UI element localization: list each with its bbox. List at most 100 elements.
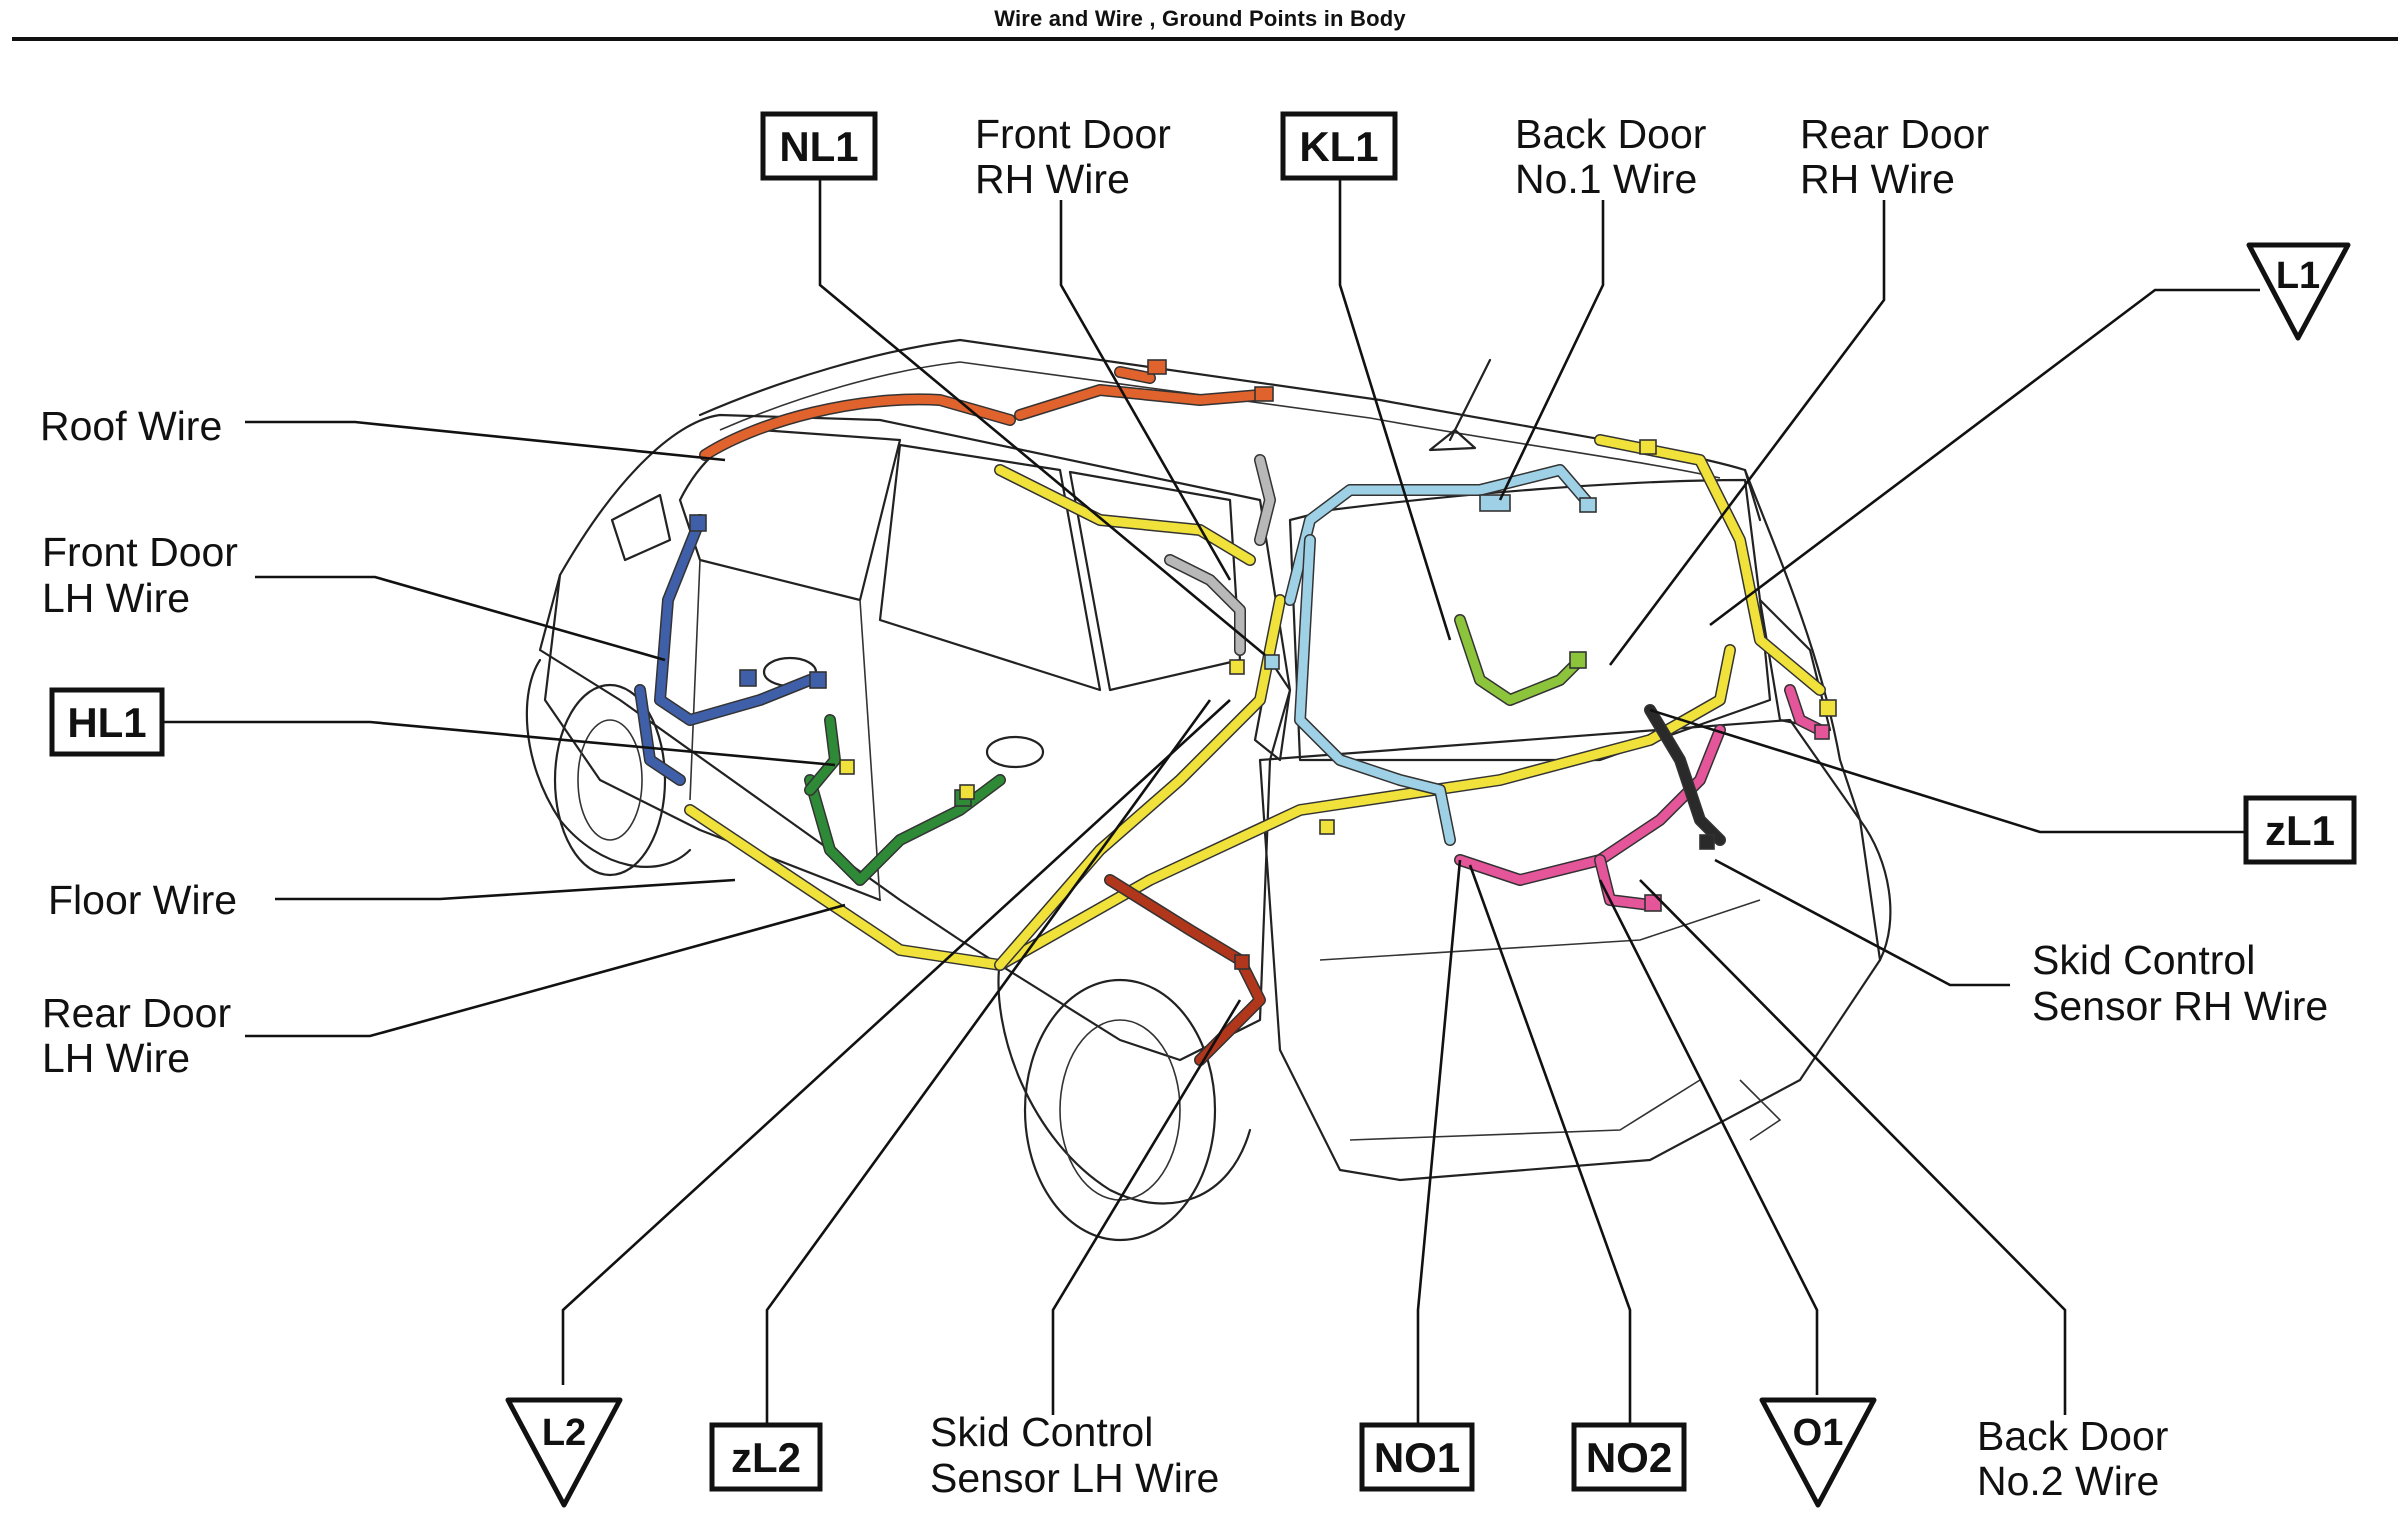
rear-door-seam: [859, 599, 881, 901]
floor-wire-right: [1595, 435, 1825, 695]
antenna: [1448, 358, 1492, 442]
label-rear-door-rh-wire-line1: Rear Door: [1800, 111, 1989, 157]
ground-points: L1 L2 O1: [505, 242, 2351, 1508]
front-door-seam: [689, 559, 701, 801]
leader-back-door-no1-wire: [1498, 200, 1605, 501]
code-box-no2: NO2: [1571, 1422, 1687, 1492]
front-wheel-hub: [577, 719, 643, 841]
code-no1: NO1: [1374, 1434, 1460, 1481]
exhaust: [1739, 1079, 1782, 1141]
code-zl2: zL2: [731, 1434, 801, 1481]
floor-wire-connector-4: [1639, 439, 1657, 455]
leader-l1: [1709, 288, 2260, 627]
rear-wheel-arch: [997, 958, 1252, 1205]
roof-wire-stub: [1115, 367, 1155, 383]
skid-control-lh-wire-outline: [1104, 874, 1266, 1066]
back-door-no1-wire-down: [1295, 535, 1455, 845]
left-side-body: [538, 413, 1292, 1062]
leader-back-door-no2-wire: [1639, 879, 2067, 1415]
back-door-no1-connector-3: [1264, 654, 1280, 670]
leader-front-door-rh-wire: [1059, 200, 1232, 581]
roof-wire-connector: [1147, 359, 1167, 375]
leader-rear-door-rh-wire: [1608, 200, 1886, 666]
ground-code-l1: L1: [2276, 255, 2320, 297]
code-hl1: HL1: [67, 699, 146, 746]
leader-front-door-lh-wire: [255, 575, 666, 662]
skid-control-rh-wire-harness: [1645, 705, 1725, 845]
leader-no2: [1468, 864, 1632, 1425]
rear-door-rh-wire-harness: [1455, 615, 1585, 705]
wire-harnesses: [634, 359, 1837, 1066]
label-back-door-no2-wire-line1: Back Door: [1977, 1413, 2168, 1459]
label-skid-control-rh-wire-line2: Sensor RH Wire: [2032, 983, 2328, 1029]
front-door-rh-wire-upper: [1255, 455, 1275, 545]
ground-code-o1: O1: [1793, 1412, 1844, 1454]
floor-wire-upper: [995, 465, 1255, 565]
skid-control-lh-wire-harness: [1105, 875, 1265, 1065]
front-door-lh-connector-3: [809, 671, 827, 689]
rear-wheel-hub: [1059, 1019, 1181, 1201]
rear-door-lh-connector-2: [959, 784, 975, 800]
roof-rail: [719, 361, 1721, 479]
roof-wire-end-connector: [1254, 386, 1274, 402]
code-box-zl1: zL1: [2243, 795, 2357, 865]
code-box-no1: NO1: [1359, 1422, 1475, 1492]
rear-side-window: [878, 443, 1102, 692]
wire-labels: Roof Wire Front Door LH Wire Floor Wire …: [40, 111, 2328, 1504]
leader-l2: [561, 699, 1231, 1385]
ground-point-l1: L1: [2246, 242, 2351, 341]
page-header: Wire and Wire , Ground Points in Body: [0, 0, 2400, 41]
label-back-door-no1-wire-line2: No.1 Wire: [1515, 156, 1697, 202]
tail-lamp-right: [1758, 598, 1832, 732]
front-door-lh-connector: [689, 514, 707, 532]
leader-skid-control-rh-wire: [1714, 858, 2010, 987]
connector-codes: NL1 KL1 HL1 zL1 zL2 NO1 NO2: [49, 111, 2357, 1492]
leader-nl1: [818, 175, 1266, 656]
side-mirror: [610, 493, 672, 562]
leader-zl2: [765, 699, 1212, 1425]
label-back-door-no1-wire-line1: Back Door: [1515, 111, 1706, 157]
code-no2: NO2: [1586, 1434, 1672, 1481]
ground-point-o1: O1: [1759, 1397, 1877, 1508]
floor-wire-connector-2: [1229, 659, 1245, 675]
rear-door-lh-wire-loop: [805, 715, 840, 795]
code-kl1: KL1: [1299, 123, 1378, 170]
code-box-nl1: NL1: [760, 111, 878, 181]
back-door-no1-wire-harness: [1285, 465, 1595, 605]
ground-triangle-l1: [2246, 242, 2351, 341]
leader-hl1: [162, 720, 836, 767]
back-door-no2-connector-2: [1814, 724, 1830, 740]
leader-o1: [1598, 879, 1819, 1395]
leader-zl1: [1649, 708, 2246, 834]
label-rear-door-rh-wire-line2: RH Wire: [1800, 156, 1955, 202]
label-front-door-rh-wire-line2: RH Wire: [975, 156, 1130, 202]
back-door-no1-connector-2: [1479, 494, 1511, 512]
label-skid-control-lh-wire-line1: Skid Control: [930, 1409, 1153, 1455]
license-recess: [1319, 899, 1761, 961]
back-door-no2-wire-harness: [1455, 725, 1725, 885]
skid-control-rh-connector: [1699, 834, 1715, 850]
front-wheel: [553, 683, 667, 877]
leader-lines: [162, 175, 2260, 1425]
roof-wire-harness: [700, 394, 1015, 460]
floor-wire-connector: [839, 759, 855, 775]
leader-roof-wire: [245, 420, 726, 462]
label-front-door-rh-wire-line1: Front Door: [975, 111, 1171, 157]
floor-wire-upper-outline: [994, 464, 1256, 566]
rear-wheel: [1023, 978, 1217, 1242]
tail-lamp-left: [1253, 658, 1292, 762]
right-rear-pillar: [1743, 468, 1862, 822]
leader-skid-control-lh-wire: [1051, 999, 1242, 1415]
ground-point-l2: L2: [505, 1397, 623, 1508]
floor-wire-harness: [685, 645, 1735, 970]
antenna-base: [1428, 428, 1477, 452]
rear-door-rh-connector: [1569, 651, 1587, 669]
code-box-zl2: zL2: [709, 1422, 823, 1492]
vehicle-body-outline: [525, 338, 1892, 1242]
label-roof-wire: Roof Wire: [40, 403, 222, 449]
floor-wire-connector-3: [1319, 819, 1335, 835]
code-zl1: zL1: [2265, 807, 2335, 854]
floor-wire-connector-5: [1819, 699, 1837, 717]
front-door-lh-wire-harness: [655, 515, 815, 725]
leader-rear-door-lh-wire: [245, 903, 846, 1038]
